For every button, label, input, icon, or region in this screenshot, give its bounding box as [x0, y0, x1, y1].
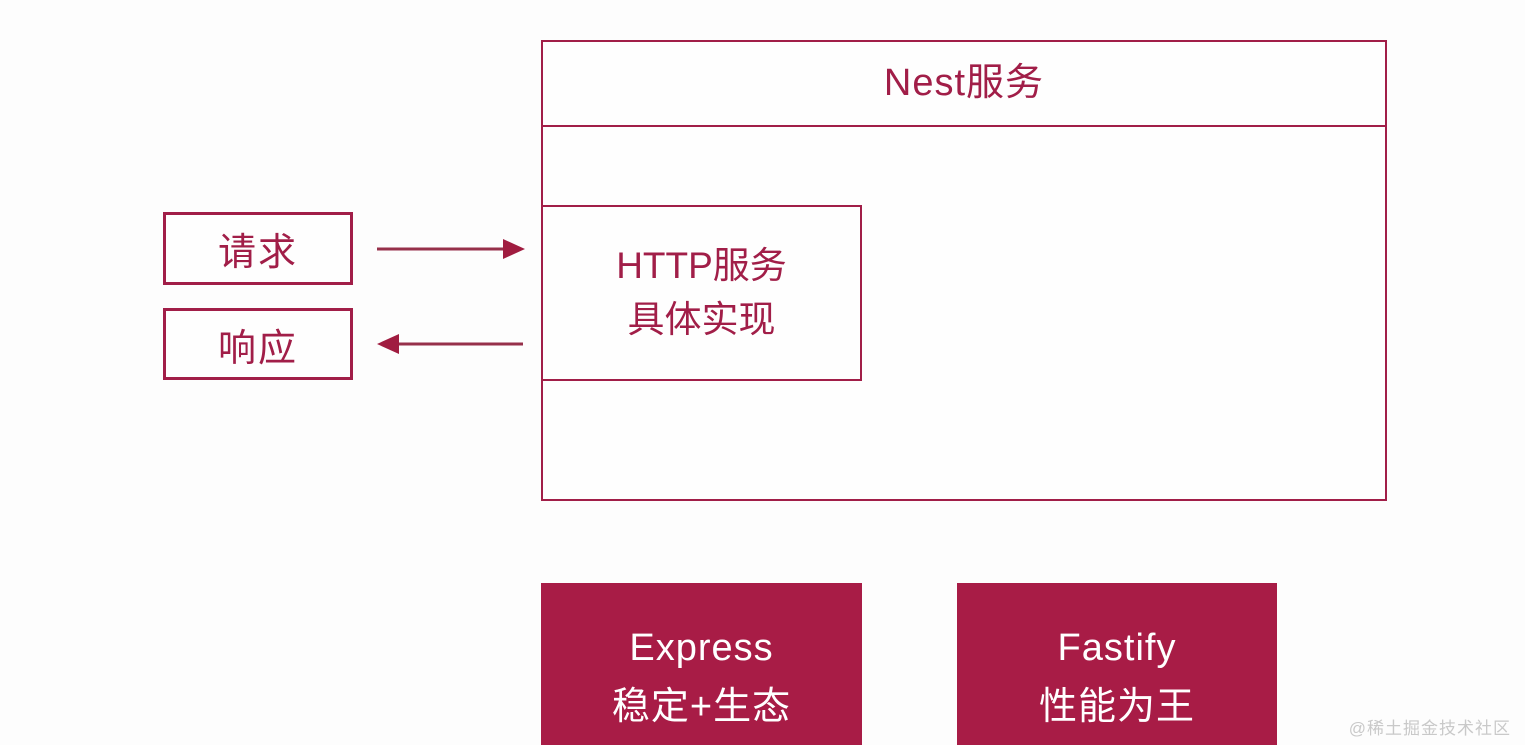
request-label: 请求	[217, 232, 298, 274]
nest-service-title: Nest服务	[543, 42, 1385, 127]
fastify-subtitle: 性能为王	[1038, 686, 1195, 728]
response-label: 响应	[217, 327, 298, 370]
http-implementation-line1: HTTP服务	[616, 245, 787, 286]
watermark: @稀土掘金技术社区	[1348, 719, 1511, 738]
http-implementation-box: HTTP服务 具体实现	[541, 205, 862, 381]
arrow-right-icon	[377, 239, 525, 259]
fastify-title: Fastify	[1057, 627, 1177, 669]
arrow-left-icon	[377, 334, 523, 354]
request-box: 请求	[163, 212, 353, 285]
express-title: Express	[629, 627, 774, 669]
http-implementation-line2: 具体实现	[627, 299, 776, 340]
express-subtitle: 稳定+生态	[611, 686, 792, 728]
fastify-box: Fastify 性能为王	[957, 583, 1277, 745]
response-box: 响应	[163, 308, 353, 380]
express-box: Express 稳定+生态	[541, 583, 862, 745]
